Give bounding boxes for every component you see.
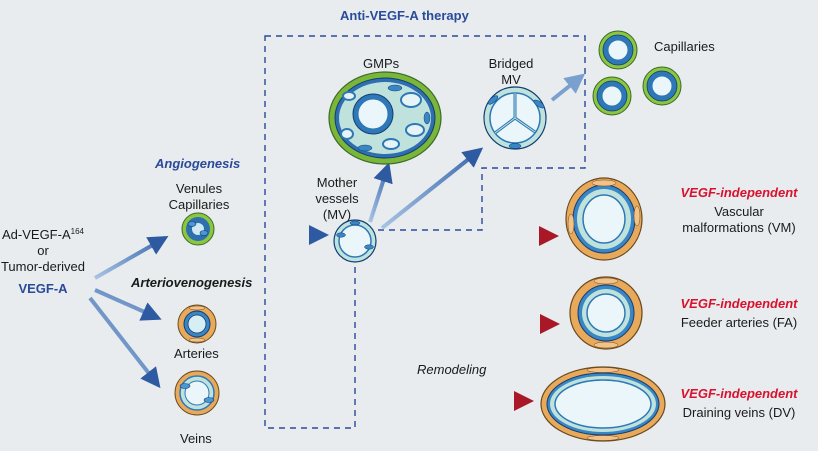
outcome-vm-line2: malformations (VM) xyxy=(682,220,796,235)
source-line1: Ad-VEGF-A xyxy=(2,227,71,242)
source-line2: or xyxy=(37,243,49,258)
feeder-artery-vessel xyxy=(569,276,643,350)
bridged-line1: Bridged xyxy=(488,56,534,71)
arteries-label: Arteries xyxy=(174,346,219,361)
capillaries-small-label: Capillaries xyxy=(168,197,230,212)
therapy-label: Anti-VEGF-A therapy xyxy=(340,8,469,23)
capillary-cluster xyxy=(592,30,682,116)
bridged-line2: MV xyxy=(501,72,521,87)
artery-vessel xyxy=(177,304,217,344)
arrow-to-bridged xyxy=(380,147,484,230)
vascular-malformation-vessel xyxy=(565,177,643,261)
arrow-to-arteries xyxy=(94,288,162,321)
outcome-fa-line1: Feeder arteries (FA) xyxy=(680,315,798,330)
source-arrows xyxy=(88,236,169,389)
mother-line2: vessels xyxy=(315,191,359,206)
source-label: Ad-VEGF-A164 or Tumor-derived VEGF-A xyxy=(0,224,86,297)
bridged-mv-vessel xyxy=(483,86,547,150)
venules-label: Venules xyxy=(175,181,223,196)
angiogenesis-title: Angiogenesis xyxy=(155,156,241,171)
arrow-to-capillaries xyxy=(550,73,586,102)
outcome-vm-tag: VEGF-independent xyxy=(680,185,798,200)
gmps-label: GMPs xyxy=(363,56,400,71)
outcome-dv-line1: Draining veins (DV) xyxy=(682,405,796,420)
source-line4: VEGF-A xyxy=(18,281,68,296)
arrow-to-angiogenesis xyxy=(94,236,169,280)
outcome-fa: VEGF-independent Feeder arteries (FA) xyxy=(664,296,814,331)
outcome-vm-line1: Vascular xyxy=(714,204,764,219)
mother-line3: (MV) xyxy=(322,207,352,222)
source-line1-sup: 164 xyxy=(70,227,84,236)
mother-line1: Mother xyxy=(316,175,358,190)
gmp-vessel xyxy=(328,71,442,165)
source-line3: Tumor-derived xyxy=(0,259,86,274)
arteriovenogenesis-label: Arteriovenogenesis xyxy=(131,275,253,290)
mother-vessels-label: Mother vessels (MV) xyxy=(308,175,366,223)
arrow-to-veins xyxy=(88,296,161,389)
outcome-dv: VEGF-independent Draining veins (DV) xyxy=(664,386,814,421)
veins-label: Veins xyxy=(180,431,212,446)
angiogenesis-labels: Venules Capillaries xyxy=(160,181,238,213)
therapy-region-outline xyxy=(264,35,586,429)
vein-vessel xyxy=(174,370,220,416)
mother-vessel xyxy=(333,219,377,263)
flow-arrows xyxy=(270,73,586,411)
outcome-fa-tag: VEGF-independent xyxy=(680,296,798,311)
capillary-vessel xyxy=(642,66,682,106)
outcome-dv-tag: VEGF-independent xyxy=(680,386,798,401)
venule-capillary-vessel xyxy=(181,212,215,246)
capillary-vessel xyxy=(592,76,632,116)
draining-vein-vessel xyxy=(540,366,666,442)
capillary-vessel xyxy=(598,30,638,70)
capillaries-label: Capillaries xyxy=(654,39,715,54)
remodeling-label: Remodeling xyxy=(417,362,487,377)
arrow-to-gmps xyxy=(368,162,393,223)
bridged-mv-label: Bridged MV xyxy=(480,56,542,88)
outcome-vm: VEGF-independent Vascular malformations … xyxy=(664,185,814,236)
